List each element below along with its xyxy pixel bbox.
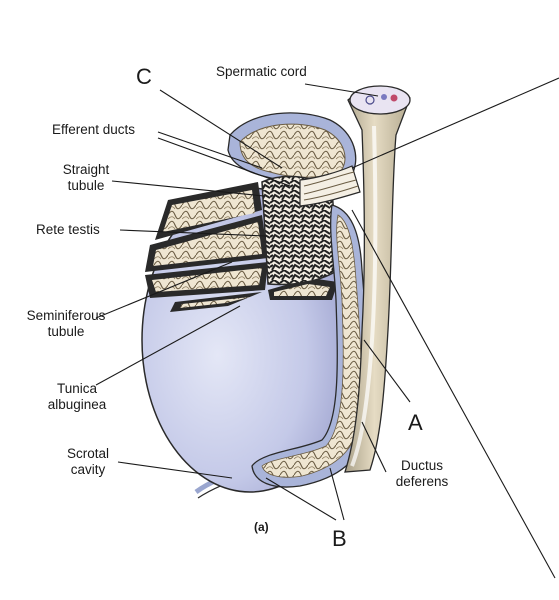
- leader-lines: [95, 77, 559, 579]
- ductus-deferens-line-2: deferens: [395, 474, 449, 490]
- efferent-ducts-label: Efferent ducts: [52, 122, 136, 137]
- leader-spermatic-cord: [304, 83, 379, 97]
- lobules: [145, 182, 338, 312]
- straight-tubule-line-1: Straight: [62, 162, 110, 177]
- leader-straight-tubule: [111, 180, 265, 197]
- leader-long-bottom: [351, 209, 556, 579]
- straight-tubule-label: Straight tubule: [54, 162, 118, 194]
- ductus-deferens-line-1: Ductus: [400, 458, 444, 473]
- leader-efferent-2: [157, 137, 291, 187]
- seminiferous-tubule-label: Seminiferous tubule: [14, 308, 118, 340]
- leader-tunica: [95, 305, 241, 386]
- rete-testis-label: Rete testis: [36, 222, 100, 237]
- seminiferous-tubule-line-2: tubule: [47, 324, 85, 340]
- leader-a: [363, 339, 411, 403]
- leader-b-2: [329, 467, 345, 521]
- tunica-albuginea-label: Tunica albuginea: [34, 381, 120, 413]
- leader-c: [159, 89, 283, 169]
- leader-scrotal: [117, 461, 233, 479]
- scrotal-cavity-line-1: Scrotal: [66, 446, 110, 461]
- panel-label: (a): [254, 520, 269, 534]
- scrotal-cavity-line-2: cavity: [70, 462, 106, 478]
- spermatic-cord-label: Spermatic cord: [216, 64, 307, 79]
- scrotal-cavity-label: Scrotal cavity: [52, 446, 124, 478]
- leader-seminiferous: [95, 261, 233, 319]
- tunica-albuginea-line-2: albuginea: [47, 397, 107, 413]
- straight-tubule-line-2: tubule: [67, 178, 105, 194]
- spermatic-cord: [344, 89, 411, 473]
- ductus-deferens-label: Ductus deferens: [382, 458, 462, 490]
- seminiferous-tubule-line-1: Seminiferous: [26, 308, 106, 323]
- efferent-ducts-bundle: [299, 165, 361, 207]
- leader-ductus: [361, 421, 387, 473]
- leader-b-1: [265, 477, 337, 521]
- cord-cross-section: [349, 85, 411, 115]
- letter-c-label: C: [136, 64, 152, 89]
- leader-rete-testis: [119, 229, 267, 237]
- letter-b-label: B: [332, 526, 347, 551]
- tunica-albuginea-line-1: Tunica: [56, 381, 98, 396]
- letter-a-label: A: [408, 410, 423, 435]
- leader-long-top: [351, 77, 559, 169]
- leader-efferent-1: [157, 131, 263, 169]
